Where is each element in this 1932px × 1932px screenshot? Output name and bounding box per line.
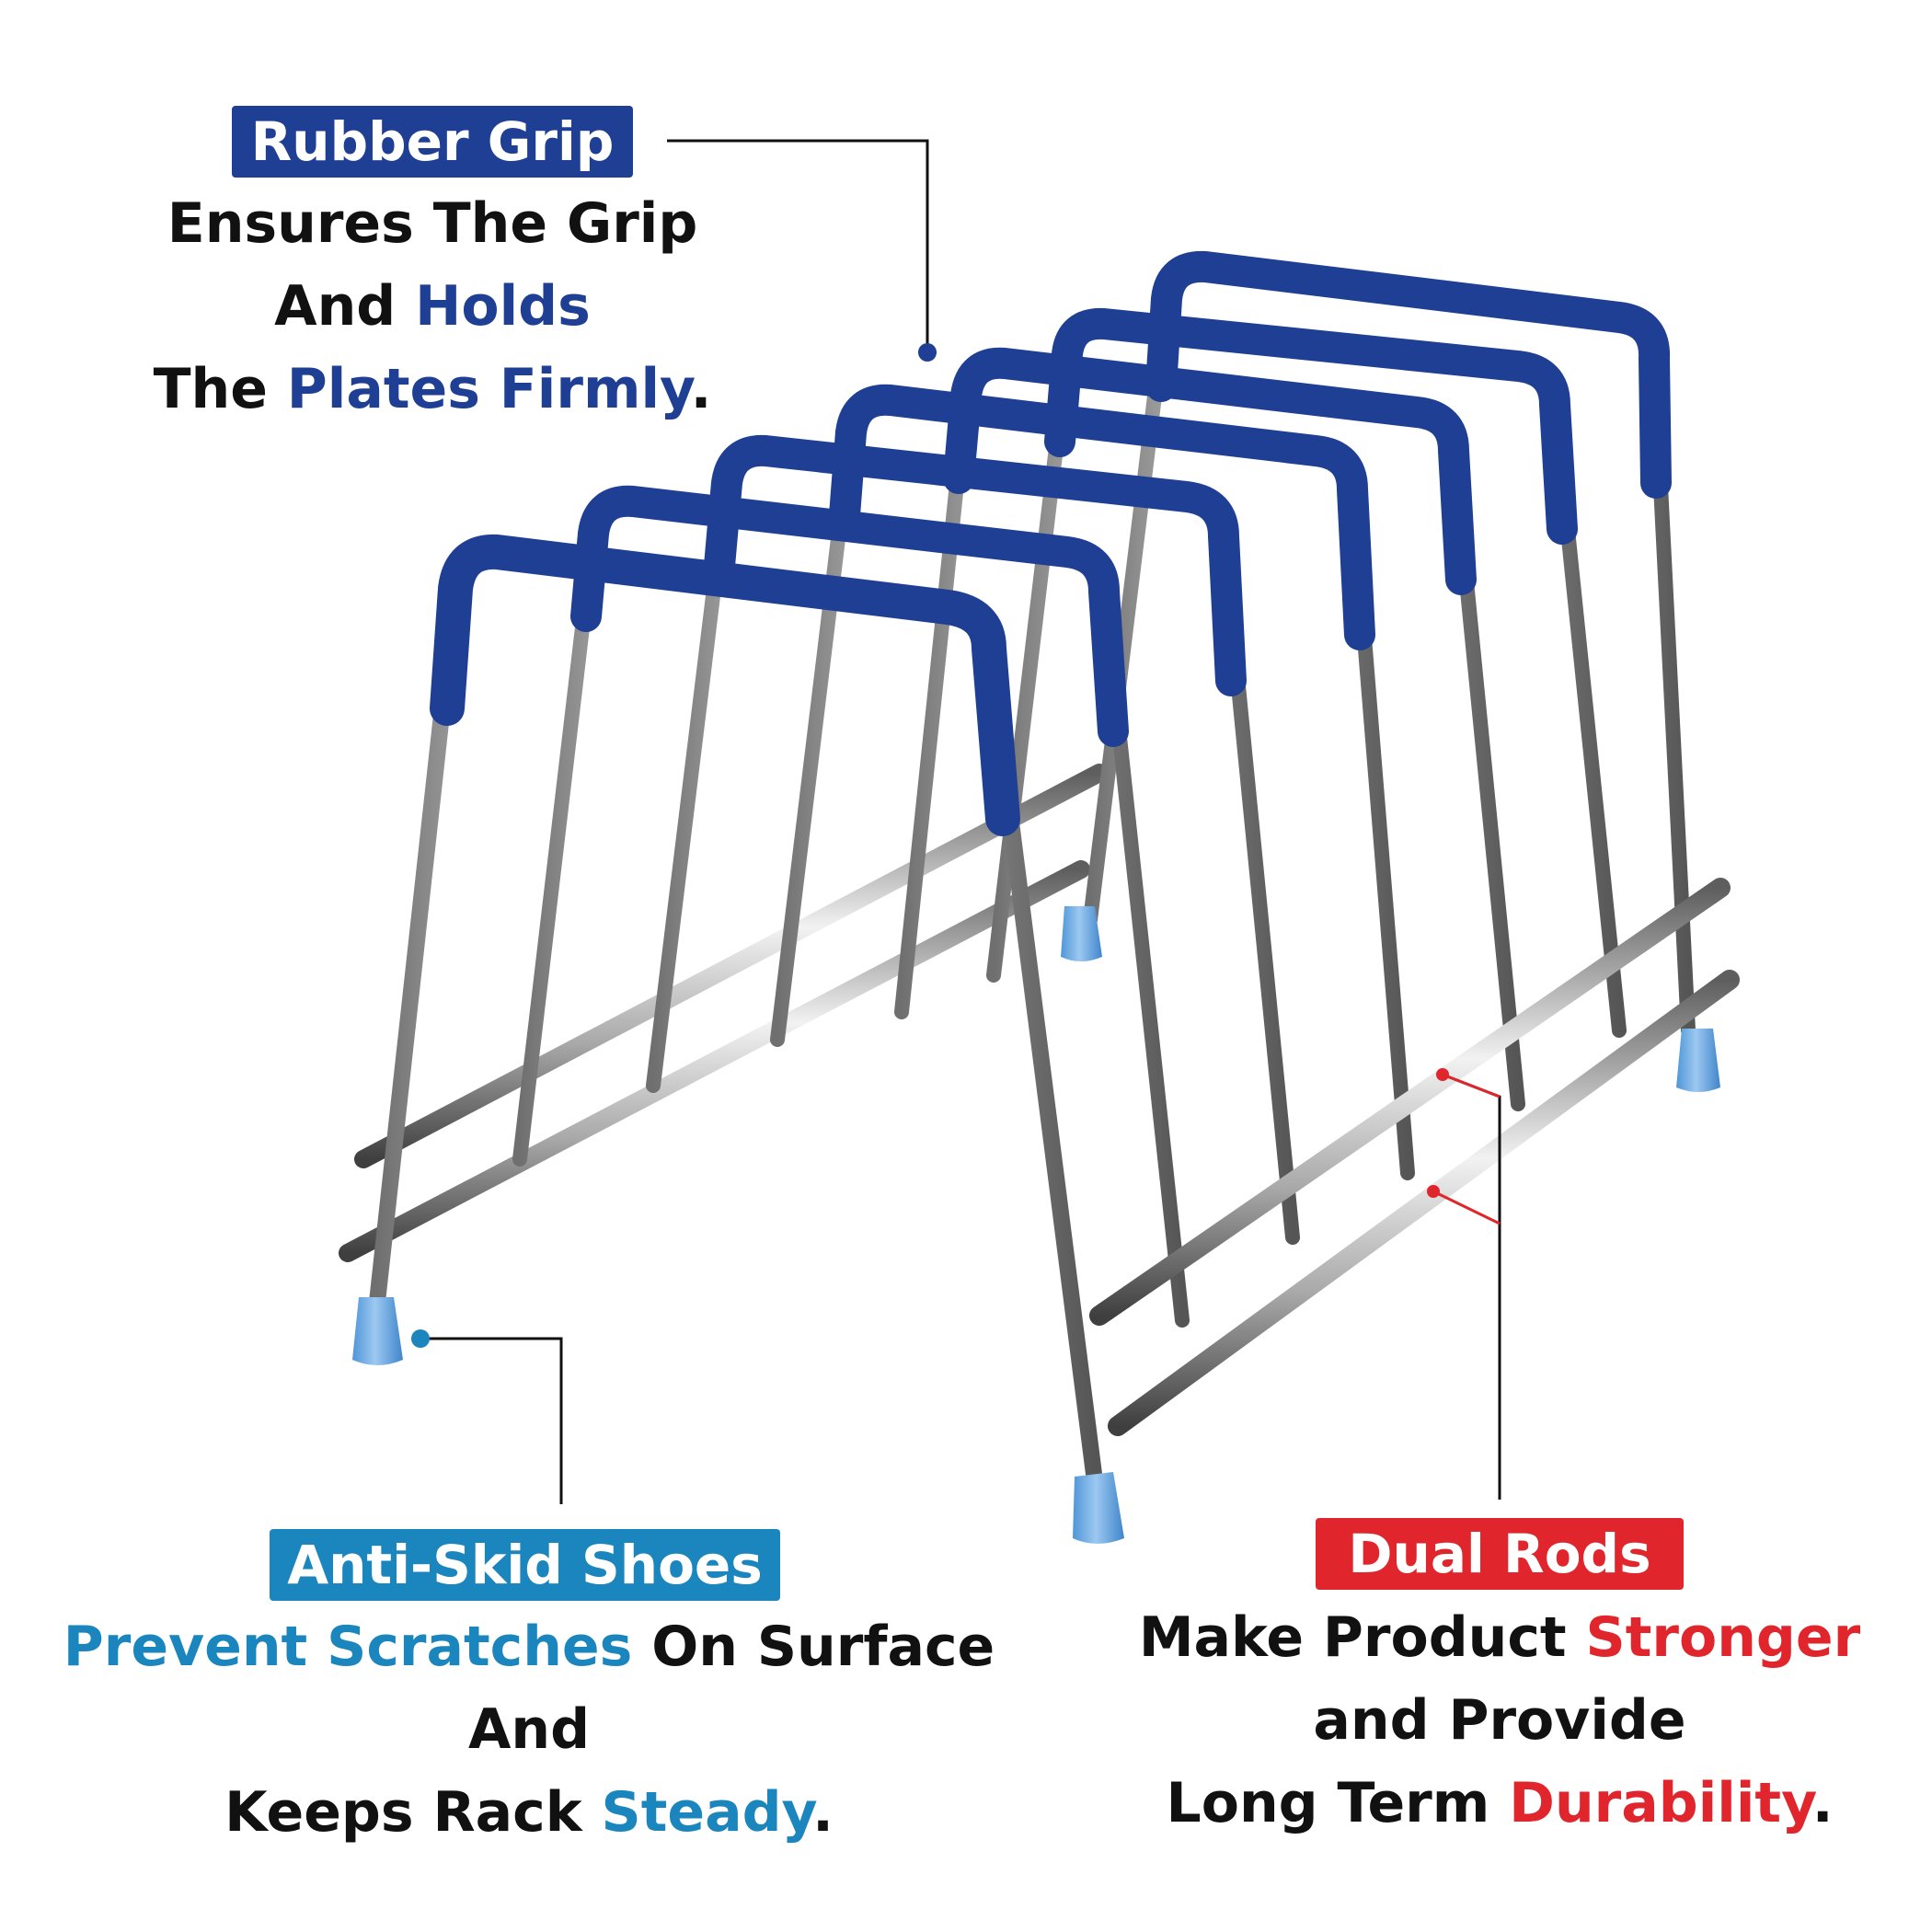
anti-skid-line-2: And — [37, 1688, 1021, 1771]
anti-skid-line-3: Keeps Rack Steady. — [37, 1771, 1021, 1854]
rubber-grip-line-3-text-b: Plates Firmly — [286, 357, 691, 421]
rubber-grip-line-2-text-b: Holds — [415, 274, 591, 339]
dual-rods-line-2-text: and Provide — [1313, 1688, 1686, 1753]
rubber-grip-line-1: Ensures The Grip — [92, 182, 773, 265]
dual-rods-badge: Dual Rods — [1316, 1518, 1684, 1590]
dual-rods-line-1-text-a: Make Product — [1138, 1605, 1586, 1670]
anti-skid-line-1: Prevent Scratches On Surface — [37, 1605, 1021, 1688]
dual-rods-line-3-text-c: . — [1811, 1771, 1834, 1835]
rubber-grip-line-1-text: Ensures The Grip — [167, 191, 698, 256]
anti-skid-line-1-text-b: On Surface — [632, 1615, 995, 1679]
callout-leaders — [411, 139, 1501, 1504]
anti-skid-line-3-text-c: . — [812, 1780, 834, 1845]
rubber-grip-line-2-text-a: And — [274, 274, 416, 339]
anti-skid-line-3-text-b: Steady — [601, 1780, 813, 1845]
anti-skid-shoes-graphic — [352, 906, 1720, 1544]
divider-frames — [369, 250, 1696, 1489]
anti-skid-line-1-text-a: Prevent Scratches — [63, 1615, 633, 1679]
back-rods — [339, 764, 1109, 1262]
dual-rods-line-3-text-a: Long Term — [1166, 1771, 1510, 1835]
dual-rods-line-2: and Provide — [1104, 1679, 1895, 1762]
dual-rods-line-1: Make Product Stronger — [1104, 1596, 1895, 1679]
rubber-grip-line-3: The Plates Firmly. — [92, 348, 773, 431]
rubber-grip-line-3-text-c: . — [690, 357, 712, 421]
anti-skid-line-2-text: And — [467, 1697, 591, 1762]
anti-skid-line-3-text-a: Keeps Rack — [224, 1780, 602, 1845]
rubber-grip-line-3-text-a: The — [153, 357, 287, 421]
dual-rods-line-1-text-b: Stronger — [1585, 1605, 1861, 1670]
dual-rods-line-3-text-b: Durability — [1509, 1771, 1812, 1835]
anti-skid-badge: Anti-Skid Shoes — [270, 1529, 780, 1601]
dual-rods-line-3: Long Term Durability. — [1104, 1762, 1895, 1845]
dual-rods-graphic — [1089, 878, 1740, 1436]
rubber-grip-badge: Rubber Grip — [232, 106, 633, 178]
rubber-grip-line-2: And Holds — [92, 265, 773, 348]
